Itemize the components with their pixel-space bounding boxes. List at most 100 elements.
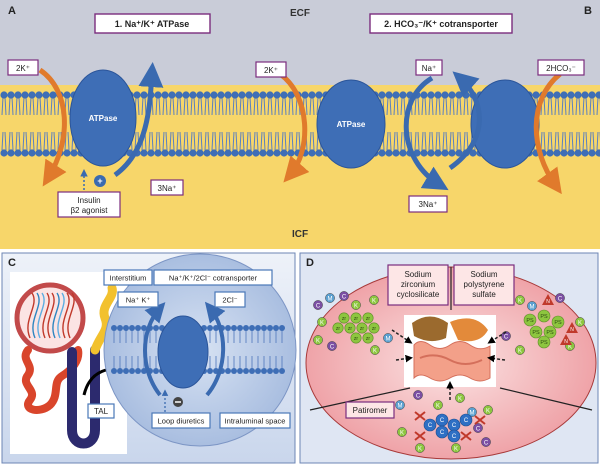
sodium-triangle: N <box>560 334 572 345</box>
sps-resin-bead: PS <box>543 325 557 339</box>
panel-a-letter: A <box>8 5 16 17</box>
loop-diuretics-label: Loop diuretics <box>158 417 205 426</box>
svg-text:C: C <box>558 297 563 303</box>
patiromer-box <box>345 401 395 419</box>
svg-text:K: K <box>454 447 458 453</box>
svg-text:C: C <box>440 430 445 436</box>
ion-particle: C <box>339 291 349 301</box>
sodium-efflux-arrow-b <box>448 71 482 171</box>
svg-text:zr: zr <box>342 316 347 322</box>
svg-text:N: N <box>570 327 574 333</box>
panel-c: C TAL Interstitium Na⁺/K⁺/2Cl⁻ cotranspo… <box>1 252 297 464</box>
svg-text:K: K <box>373 349 377 355</box>
proximal-tubule <box>21 346 83 414</box>
binding-dashed-arrow <box>391 329 413 344</box>
ion-particle: K <box>313 335 323 345</box>
ion-particle: K <box>483 405 493 415</box>
panel-d-letter: D <box>306 257 314 269</box>
nak-label: Na⁺ K⁺ <box>126 296 151 305</box>
szc-crystal-bead: zr <box>338 312 350 324</box>
svg-text:PS: PS <box>540 314 548 320</box>
svg-text:N: N <box>564 339 568 345</box>
panel-ab: A B ECF ICF 1. Na⁺/K⁺ ATPase 2. HCO₃⁻/K⁺… <box>0 0 600 249</box>
k-in-label-b: 2K⁺ <box>264 66 278 75</box>
na-in-box-b <box>415 59 443 76</box>
svg-text:K: K <box>316 339 320 345</box>
na-in-label-b: Na⁺ <box>422 64 436 73</box>
szc-label-1: Sodium <box>404 270 431 279</box>
svg-text:PS: PS <box>526 318 534 324</box>
svg-text:K: K <box>458 397 462 403</box>
cotransporter-protein <box>470 79 540 169</box>
patiromer-bead: C <box>435 413 449 427</box>
panel-b-letter: B <box>584 5 592 17</box>
loop-of-henle <box>67 345 100 449</box>
ion-particle: C <box>413 390 423 400</box>
sps-label-3: sulfate <box>472 290 496 299</box>
ion-particle: C <box>313 300 323 310</box>
svg-text:C: C <box>476 427 481 433</box>
svg-text:K: K <box>372 299 376 305</box>
patiromer-bead: C <box>447 418 461 432</box>
bicarbonate-arrow <box>533 72 562 195</box>
sps-resin-bead: PS <box>537 335 551 349</box>
ion-particle: K <box>369 295 379 305</box>
na-out-box-b <box>408 195 448 213</box>
stimulus-plus-icon <box>94 175 106 187</box>
sodium-triangle: N <box>542 294 554 305</box>
potassium-influx-arrow-a <box>38 67 67 187</box>
crosslink-mark <box>414 431 426 441</box>
svg-text:C: C <box>452 423 457 429</box>
svg-text:zr: zr <box>372 326 377 332</box>
ion-particle: M <box>527 301 537 311</box>
svg-text:M: M <box>386 337 391 343</box>
svg-text:N: N <box>546 299 550 305</box>
svg-text:PS: PS <box>532 330 540 336</box>
sps-box <box>453 264 515 306</box>
chloride-transport-arrow <box>204 301 226 397</box>
binding-dashed-arrow <box>395 354 413 363</box>
ion-particle: C <box>481 437 491 447</box>
intestine-coil <box>419 354 483 365</box>
szc-label-2: zirconium <box>401 280 436 289</box>
insulin-label: Insulin <box>77 196 100 205</box>
sps-resin-bead: PS <box>537 309 551 323</box>
svg-text:PS: PS <box>554 320 562 326</box>
chloride-label: 2Cl⁻ <box>222 296 237 305</box>
sodium-influx-arrow-b <box>403 75 449 191</box>
svg-text:K: K <box>518 349 522 355</box>
crosslink-mark <box>460 431 472 441</box>
atpase-protein-a <box>69 69 137 167</box>
szc-crystal-bead: zr <box>344 322 356 334</box>
ion-particle: K <box>370 345 380 355</box>
binding-dashed-arrow <box>487 331 507 344</box>
szc-crystal-bead: zr <box>368 322 380 334</box>
glomerular-capillaries <box>27 292 75 339</box>
ion-particle: C <box>327 341 337 351</box>
sps-resin-bead: PS <box>523 313 537 327</box>
patiromer-bead: C <box>459 413 473 427</box>
atpase-title-box <box>94 13 211 34</box>
icf-label: ICF <box>292 229 308 240</box>
liver-shape <box>412 316 448 342</box>
svg-text:C: C <box>440 418 445 424</box>
svg-text:C: C <box>504 335 509 341</box>
atpase-title: 1. Na⁺/K⁺ ATPase <box>115 19 190 29</box>
szc-crystal-bead: zr <box>356 322 368 334</box>
ion-particle: K <box>515 295 525 305</box>
beta-agonist-label: β2 agonist <box>70 206 108 215</box>
ion-particle: M <box>325 293 335 303</box>
patiromer-label: Patiromer <box>353 406 388 415</box>
nak-transport-arrow <box>143 302 166 397</box>
panel-c-letter: C <box>8 257 16 269</box>
ion-particle: K <box>575 317 585 327</box>
patiromer-bead: C <box>447 429 461 443</box>
svg-text:K: K <box>320 321 324 327</box>
hco3-label: 2HCO₃⁻ <box>546 64 576 73</box>
svg-text:M: M <box>530 305 535 311</box>
crosslink-mark <box>474 415 486 425</box>
cotransporter-label: Na⁺/K⁺/2Cl⁻ cotransporter <box>169 274 258 283</box>
panel-d: D Sodium zirconium cyclosilicate Sodium … <box>299 252 599 464</box>
stomach-shape <box>450 318 488 342</box>
svg-text:K: K <box>400 431 404 437</box>
